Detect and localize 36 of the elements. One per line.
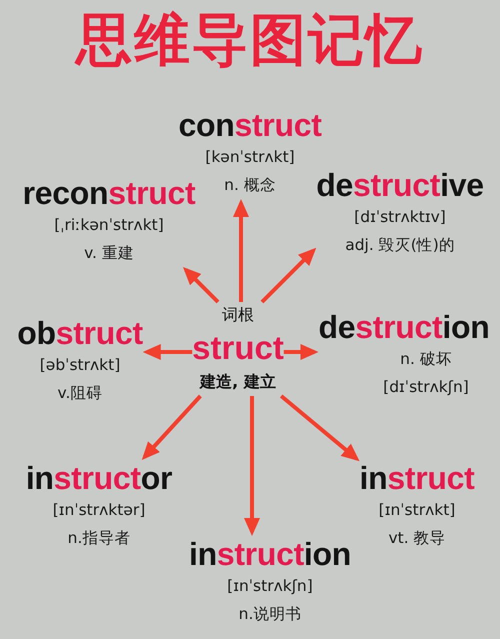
phonetic-transcription: [dɪˈstrʌkʃn] bbox=[383, 377, 469, 398]
english-word: instruction bbox=[188, 536, 352, 572]
english-word: destruction bbox=[318, 309, 490, 345]
phonetic-transcription: [əbˈstrʌkt] bbox=[40, 355, 120, 376]
phonetic-transcription: [ɪnˈstrʌkʃn] bbox=[227, 576, 313, 597]
arrow bbox=[233, 199, 249, 302]
page-title: 思维导图记忆 bbox=[76, 8, 424, 74]
word-meaning: vt. 教导 bbox=[388, 528, 446, 549]
english-word: instruct bbox=[360, 460, 474, 496]
english-word: instructor bbox=[26, 460, 172, 496]
phonetic-transcription: [kənˈstrʌkt] bbox=[205, 147, 295, 168]
phonetic-transcription: [dɪˈstrʌktɪv] bbox=[354, 207, 446, 228]
word-meaning: n. 破坏 bbox=[400, 349, 452, 370]
word-meaning: n. 概念 bbox=[224, 175, 276, 196]
word-meaning: v.阻碍 bbox=[58, 383, 102, 404]
arrow bbox=[284, 344, 318, 360]
word-meaning: n.指导者 bbox=[68, 528, 130, 549]
arrow bbox=[142, 344, 192, 360]
arrow bbox=[244, 396, 260, 536]
phonetic-transcription: [ˌriːkənˈstrʌkt] bbox=[54, 215, 164, 236]
english-word: construct bbox=[178, 107, 322, 143]
root-meaning: 建造, 建立 bbox=[200, 371, 276, 393]
english-word: obstruct bbox=[17, 315, 143, 351]
word-meaning: n.说明书 bbox=[238, 604, 302, 625]
english-word: reconstruct bbox=[22, 175, 196, 211]
word-meaning: v. 重建 bbox=[84, 243, 134, 264]
english-word: destructive bbox=[316, 167, 484, 203]
arrow bbox=[182, 266, 220, 304]
root-label: 词根 bbox=[222, 304, 254, 326]
arrow bbox=[260, 248, 316, 304]
arrow bbox=[142, 394, 202, 460]
word-meaning: adj. 毁灭(性)的 bbox=[345, 235, 455, 256]
arrow bbox=[280, 394, 360, 462]
root-word: struct bbox=[192, 328, 284, 368]
phonetic-transcription: [ɪnˈstrʌkt] bbox=[378, 500, 456, 521]
phonetic-transcription: [ɪnˈstrʌktər] bbox=[52, 500, 146, 521]
